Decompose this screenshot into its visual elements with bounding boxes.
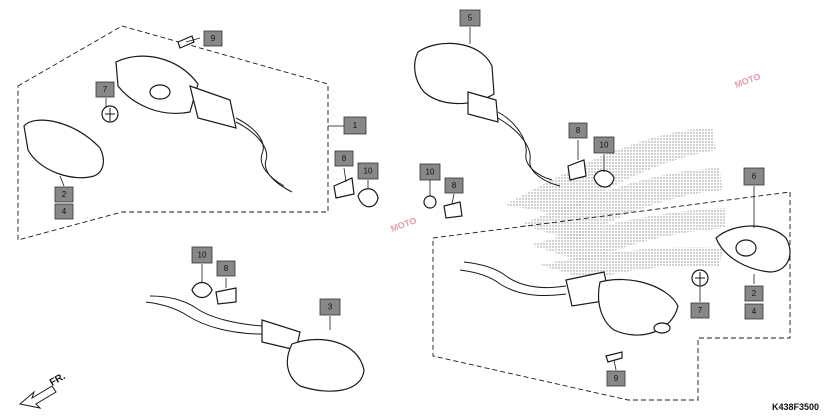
turn-signal-rear-right [459, 261, 679, 336]
grommet-upper-right [567, 159, 587, 181]
grommet-left [333, 177, 355, 199]
collar-middle [423, 195, 437, 209]
callout-label: 8 [224, 264, 229, 273]
callout-2: 2 [54, 186, 74, 203]
collar-lower-left [191, 281, 213, 299]
watermark-text: MOTO [733, 71, 762, 90]
callout-label: 8 [452, 181, 457, 190]
callout-5: 5 [459, 9, 481, 27]
callout-3: 3 [319, 298, 341, 316]
lens-right [715, 225, 791, 273]
callout-10: 10 [357, 162, 379, 180]
callout-6: 6 [743, 167, 765, 186]
callout-label: 7 [103, 85, 108, 94]
callout-label: 9 [211, 34, 216, 43]
callout-label: 2 [62, 190, 67, 199]
callout-8: 8 [568, 122, 588, 139]
assembly-frame-left [17, 25, 329, 241]
callout-2: 2 [744, 285, 764, 302]
bulb-left [101, 105, 119, 123]
watermark-text: MOTO [389, 215, 418, 234]
callout-label: 10 [600, 141, 609, 150]
front-direction-arrow: FR. [18, 371, 68, 409]
callout-8: 8 [334, 150, 354, 167]
callout-10: 10 [419, 163, 441, 181]
callout-label: 1 [353, 121, 358, 130]
callout-9: 9 [606, 370, 626, 387]
callout-label: 8 [576, 126, 581, 135]
callout-8: 8 [216, 260, 236, 277]
callout-label: 4 [62, 207, 67, 216]
assembly-frame-right [432, 191, 791, 401]
callout-7: 7 [690, 302, 710, 319]
collar-left [357, 188, 379, 208]
leader-lines [59, 27, 755, 371]
callout-7: 7 [95, 81, 115, 98]
callout-9: 9 [203, 30, 223, 47]
callout-4: 4 [54, 203, 74, 220]
turn-signal-front-right [414, 42, 561, 187]
callout-label: 6 [752, 172, 757, 181]
callout-label: 4 [752, 307, 757, 316]
grommet-middle [443, 201, 463, 219]
grommet-lower-left [215, 287, 237, 305]
callout-label: 5 [468, 14, 473, 23]
callout-10: 10 [191, 246, 213, 264]
lens-left [23, 119, 104, 179]
turn-signal-front-left [115, 55, 293, 193]
callouts: 9 7 2 4 1 8 10 10 8 10 8 3 5 8 10 6 2 4 … [54, 9, 765, 387]
callout-label: 8 [342, 154, 347, 163]
callout-4: 4 [744, 303, 764, 320]
callout-1: 1 [343, 116, 367, 135]
callout-8: 8 [444, 177, 464, 194]
callout-label: 9 [614, 374, 619, 383]
callout-label: 10 [364, 167, 373, 176]
callout-label: 10 [198, 251, 207, 260]
direction-label: FR. [48, 371, 68, 389]
turn-signal-rear-left [145, 295, 365, 392]
callout-10: 10 [593, 136, 615, 154]
callout-label: 10 [426, 168, 435, 177]
bulb-right [691, 269, 709, 287]
callout-label: 3 [328, 303, 333, 312]
brand-wing-watermark [505, 128, 726, 280]
callout-label: 7 [698, 306, 703, 315]
callout-label: 2 [752, 289, 757, 298]
drawing-code: K438F3500 [772, 402, 819, 412]
screw-right [605, 351, 623, 363]
collar-upper-right [593, 169, 615, 188]
